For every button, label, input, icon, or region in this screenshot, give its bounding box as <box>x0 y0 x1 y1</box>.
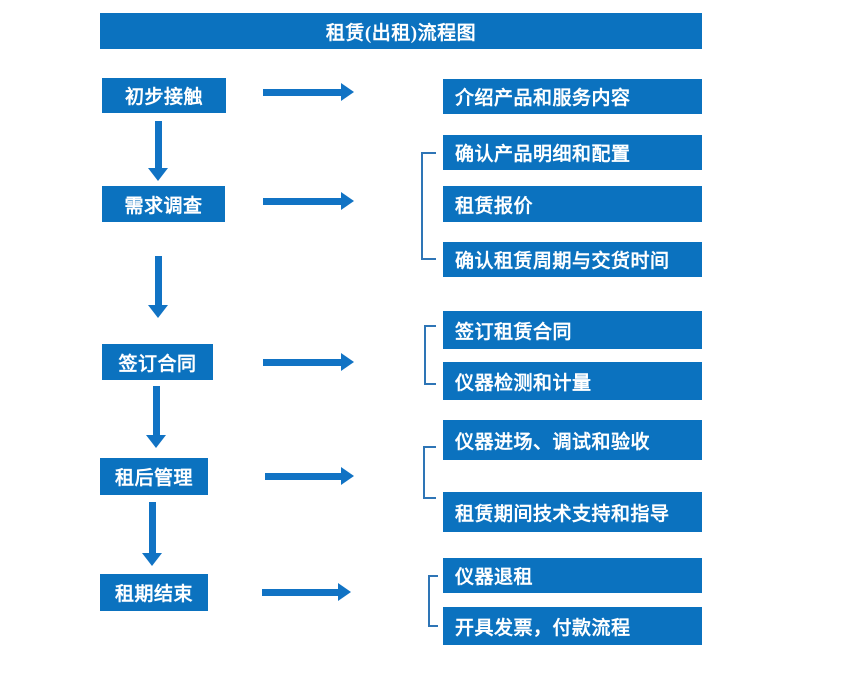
detail-box-confirm-product-config: 确认产品明细和配置 <box>443 135 702 170</box>
arrow-head-icon <box>341 83 354 101</box>
right-arrow-1 <box>263 83 354 101</box>
detail-box-technical-support: 租赁期间技术支持和指导 <box>443 492 702 532</box>
arrow-head-icon <box>148 168 168 181</box>
detail-label: 仪器检测和计量 <box>455 372 592 394</box>
arrow-stem <box>263 88 341 96</box>
step-label: 租期结束 <box>114 584 193 605</box>
detail-label: 仪器退租 <box>455 567 534 588</box>
group-bracket-rental-end <box>428 575 438 627</box>
detail-label: 介绍产品和服务内容 <box>455 88 631 109</box>
step-box-post-rental-management: 租后管理 <box>100 458 208 495</box>
title-bar: 租赁(出租)流程图 <box>100 13 702 49</box>
detail-label: 开具发票，付款流程 <box>455 617 631 639</box>
detail-box-confirm-period-delivery: 确认租赁周期与交货时间 <box>443 242 702 277</box>
step-box-rental-end: 租期结束 <box>100 574 208 611</box>
detail-box-introduce-products: 介绍产品和服务内容 <box>443 79 702 114</box>
group-bracket-post-rental <box>423 446 436 499</box>
arrow-stem <box>263 358 341 366</box>
arrow-stem <box>154 121 162 168</box>
group-bracket-demand-survey <box>421 152 436 260</box>
arrow-stem <box>154 256 162 305</box>
arrow-stem <box>152 386 160 435</box>
right-arrow-2 <box>263 192 354 210</box>
detail-label: 仪器进场、调试和验收 <box>455 431 651 453</box>
diagram-title: 租赁(出租)流程图 <box>325 22 477 44</box>
right-arrow-4 <box>265 467 354 485</box>
arrow-stem <box>262 588 338 596</box>
down-arrow-1 <box>148 121 168 181</box>
step-label: 初步接触 <box>124 87 203 108</box>
step-label: 签订合同 <box>118 353 197 375</box>
step-box-sign-contract: 签订合同 <box>102 344 213 380</box>
arrow-head-icon <box>341 353 354 371</box>
detail-box-invoice-payment: 开具发票，付款流程 <box>443 607 702 645</box>
detail-box-instrument-testing: 仪器检测和计量 <box>443 362 702 400</box>
arrow-head-icon <box>146 435 166 448</box>
down-arrow-3 <box>146 386 166 448</box>
arrow-head-icon <box>338 583 351 601</box>
detail-box-instrument-return: 仪器退租 <box>443 558 702 593</box>
group-bracket-sign-contract <box>424 325 436 385</box>
right-arrow-3 <box>263 353 354 371</box>
arrow-head-icon <box>341 467 354 485</box>
detail-label: 签订租赁合同 <box>455 321 573 343</box>
detail-box-sign-rental-contract: 签订租赁合同 <box>443 311 702 349</box>
step-box-demand-survey: 需求调查 <box>102 186 225 222</box>
step-label: 租后管理 <box>114 468 193 489</box>
arrow-head-icon <box>148 305 168 318</box>
arrow-head-icon <box>142 553 162 566</box>
step-box-initial-contact: 初步接触 <box>102 78 226 113</box>
down-arrow-4 <box>142 502 162 566</box>
arrow-stem <box>265 472 341 480</box>
detail-label: 确认租赁周期与交货时间 <box>455 251 670 272</box>
detail-box-instrument-setup-acceptance: 仪器进场、调试和验收 <box>443 420 702 460</box>
detail-label: 租赁报价 <box>455 195 534 217</box>
step-label: 需求调查 <box>124 195 203 217</box>
right-arrow-5 <box>262 583 351 601</box>
down-arrow-2 <box>148 256 168 318</box>
arrow-stem <box>263 197 341 205</box>
arrow-stem <box>148 502 156 553</box>
detail-box-rental-quote: 租赁报价 <box>443 186 702 222</box>
detail-label: 租赁期间技术支持和指导 <box>455 503 670 525</box>
arrow-head-icon <box>341 192 354 210</box>
detail-label: 确认产品明细和配置 <box>455 144 631 165</box>
